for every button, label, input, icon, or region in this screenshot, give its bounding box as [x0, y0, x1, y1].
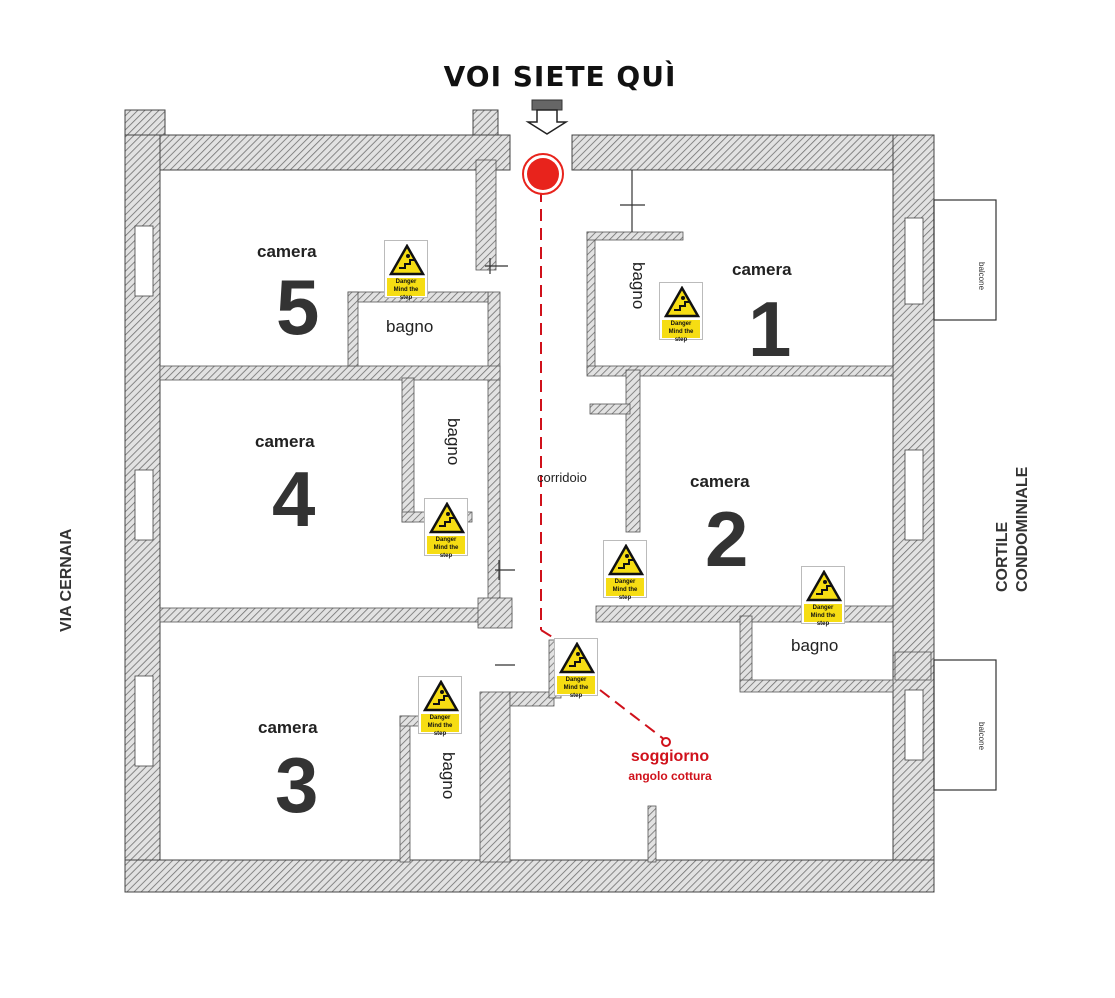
- danger-sign-subtitle: Mind the step: [563, 685, 589, 699]
- danger-sign-title: Danger: [395, 279, 417, 285]
- room-3-label: camera: [258, 718, 318, 737]
- danger-sign-title: Danger: [614, 579, 636, 585]
- balcony-label-bottom: balcone: [977, 722, 986, 751]
- danger-sign-title: Danger: [435, 537, 457, 543]
- step-warning-icon: [423, 680, 459, 712]
- bathroom-4-label: bagno: [444, 418, 463, 466]
- step-warning-icon: [559, 642, 595, 674]
- step-warning-icon: [806, 570, 842, 602]
- danger-sign-title: Danger: [429, 715, 451, 721]
- outer-walls: [124, 109, 935, 893]
- danger-sign-title: Danger: [670, 321, 692, 327]
- room-2-number: 2: [705, 495, 749, 583]
- room-5-label: camera: [257, 242, 317, 261]
- room-1-number: 1: [748, 285, 792, 373]
- danger-sign-title: Danger: [565, 677, 587, 683]
- destination-marker: [661, 737, 671, 747]
- street-label: VIA CERNAIA: [58, 528, 75, 632]
- room-4-number: 4: [272, 455, 316, 543]
- danger-sign-subtitle: Mind the step: [433, 545, 459, 559]
- door-marks: [485, 170, 645, 666]
- bathroom-5-label: bagno: [386, 317, 434, 336]
- bathroom-3-label: bagno: [439, 752, 458, 800]
- room-2-label: camera: [690, 472, 750, 491]
- step-warning-icon: [429, 502, 465, 534]
- danger-sign-title: Danger: [812, 605, 834, 611]
- danger-sign-subtitle: Mind the step: [810, 613, 836, 627]
- bathroom-1-label: bagno: [629, 262, 648, 310]
- step-warning-icon: [608, 544, 644, 576]
- windows: [134, 217, 924, 767]
- room-3-number: 3: [275, 741, 319, 829]
- balconies: [933, 199, 997, 791]
- courtyard-label-line1: CORTILE: [994, 521, 1011, 592]
- danger-sign-subtitle: Mind the step: [393, 287, 419, 301]
- danger-sign-subtitle: Mind the step: [612, 587, 638, 601]
- room-5-number: 5: [276, 263, 320, 351]
- step-warning-icon: [389, 244, 425, 276]
- you-are-here-marker: [522, 153, 564, 195]
- room-1-label: camera: [732, 260, 792, 279]
- kitchenette-label: angolo cottura: [628, 769, 712, 783]
- page-title: VOI SIETE QUÌ: [443, 60, 677, 93]
- danger-sign-subtitle: Mind the step: [668, 329, 694, 343]
- room-4-label: camera: [255, 432, 315, 451]
- living-room-label: soggiorno: [630, 748, 710, 765]
- courtyard-label-line2: CONDOMINIALE: [1014, 466, 1031, 592]
- danger-sign-subtitle: Mind the step: [427, 723, 453, 737]
- bathroom-2-label: bagno: [791, 636, 839, 655]
- entrance-arrow: [525, 99, 569, 135]
- corridor-label: corridoio: [537, 470, 587, 485]
- step-warning-icon: [664, 286, 700, 318]
- balcony-label-top: balcone: [977, 262, 986, 291]
